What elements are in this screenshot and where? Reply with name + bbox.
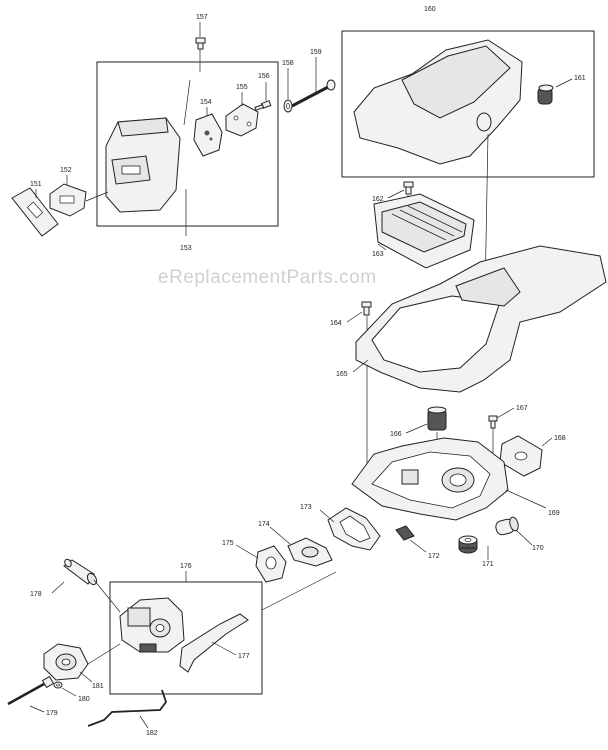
label-172: 172 xyxy=(428,553,440,560)
label-163: 163 xyxy=(372,251,384,258)
label-159: 159 xyxy=(310,49,322,56)
label-157: 157 xyxy=(196,14,208,21)
part-156-screw xyxy=(254,100,272,111)
label-151: 151 xyxy=(30,181,42,188)
label-153: 153 xyxy=(180,245,192,252)
part-165-air-housing xyxy=(355,245,607,393)
part-152-gasket xyxy=(49,183,87,217)
label-165: 165 xyxy=(336,371,348,378)
label-169: 169 xyxy=(548,510,560,517)
part-158-washer xyxy=(283,99,293,113)
part-172-block xyxy=(395,525,415,541)
label-166: 166 xyxy=(390,431,402,438)
part-181-pump xyxy=(43,643,89,681)
label-173: 173 xyxy=(300,504,312,511)
label-160: 160 xyxy=(424,6,436,13)
part-151-plate xyxy=(11,187,59,237)
part-160-top-cover xyxy=(353,39,523,165)
part-180-washer xyxy=(53,681,63,689)
part-179-screw xyxy=(7,675,55,706)
part-170-bushing xyxy=(495,516,519,536)
label-161: 161 xyxy=(574,75,586,82)
part-162-screw xyxy=(403,181,414,195)
top-cover-group-box xyxy=(341,30,595,178)
label-155: 155 xyxy=(236,84,248,91)
part-155-plate xyxy=(225,103,259,137)
part-167-screw xyxy=(488,415,498,429)
label-170: 170 xyxy=(532,545,544,552)
label-156: 156 xyxy=(258,73,270,80)
part-173-gasket xyxy=(327,507,381,551)
label-162: 162 xyxy=(372,196,384,203)
part-178-tube xyxy=(63,558,98,586)
part-174-gasket xyxy=(287,537,333,567)
label-152: 152 xyxy=(60,167,72,174)
part-157-screw xyxy=(195,37,206,50)
part-169-intake-base xyxy=(351,437,509,521)
label-177: 177 xyxy=(238,653,250,660)
label-174: 174 xyxy=(258,521,270,528)
label-164: 164 xyxy=(330,320,342,327)
watermark: eReplacementParts.com xyxy=(158,267,377,288)
label-182: 182 xyxy=(146,730,158,737)
part-171-grommet xyxy=(458,535,478,554)
part-175-plate xyxy=(255,545,287,583)
label-180: 180 xyxy=(78,696,90,703)
label-167: 167 xyxy=(516,405,528,412)
label-158: 158 xyxy=(282,60,294,67)
part-163-air-filter xyxy=(373,193,475,269)
label-175: 175 xyxy=(222,540,234,547)
part-153-muffler xyxy=(105,117,181,213)
label-168: 168 xyxy=(554,435,566,442)
label-179: 179 xyxy=(46,710,58,717)
part-154-plate xyxy=(193,113,223,157)
muffler-group-box xyxy=(96,61,279,227)
part-159-bolt xyxy=(291,79,336,108)
label-171: 171 xyxy=(482,561,494,568)
part-164-screw xyxy=(361,301,372,316)
part-161-grommet xyxy=(537,84,554,105)
part-176-carburetor xyxy=(119,597,185,653)
part-182-rod xyxy=(87,689,168,727)
label-154: 154 xyxy=(200,99,212,106)
label-176: 176 xyxy=(180,563,192,570)
label-178: 178 xyxy=(30,591,42,598)
label-181: 181 xyxy=(92,683,104,690)
part-168-gasket xyxy=(499,435,543,477)
part-166-grommet xyxy=(427,406,447,431)
